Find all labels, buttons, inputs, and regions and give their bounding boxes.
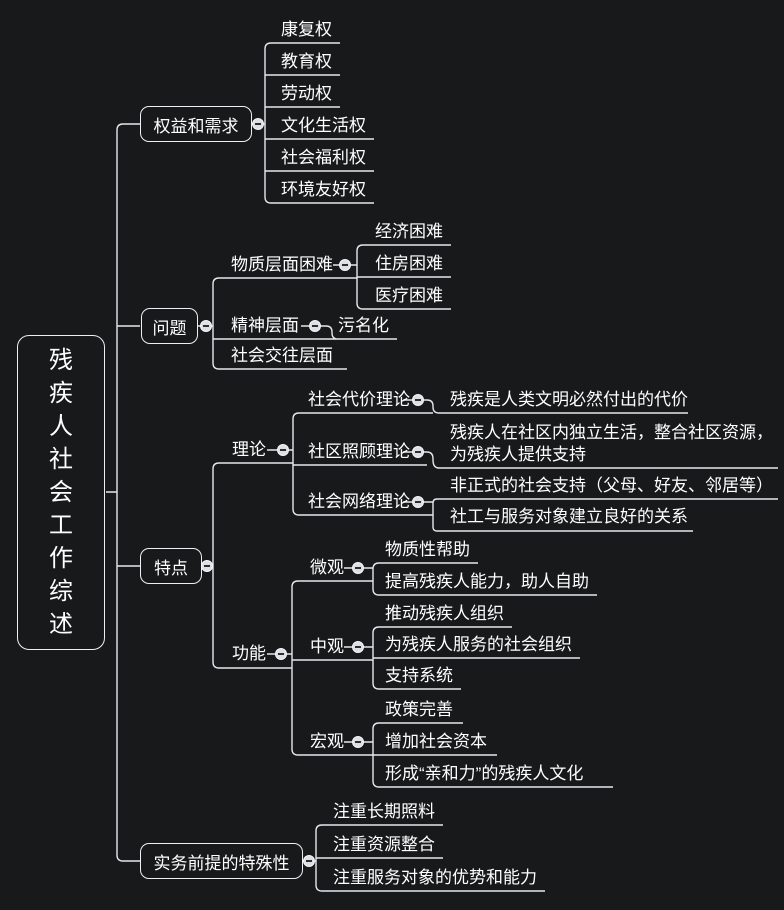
node-long-term-care[interactable]: 注重长期照料 [333,802,435,821]
branch-label: 实务前提的特殊性 [153,853,290,873]
node-support-system[interactable]: 支持系统 [385,666,453,685]
node-social-capital[interactable]: 增加社会资本 [385,732,487,751]
minus-icon [280,449,286,451]
minus-icon [415,501,421,503]
minus-icon [355,646,361,648]
branch-characteristics[interactable]: 特点 [140,548,202,584]
node-promote-organizations[interactable]: 推动残疾人组织 [385,604,504,623]
minus-icon [306,860,312,862]
node-client-strengths[interactable]: 注重服务对象的优势和能力 [333,868,537,887]
node-function[interactable]: 功能 [232,644,266,663]
collapse-toggle-micro[interactable] [352,562,364,574]
minus-icon [415,399,421,401]
node-macro[interactable]: 宏观 [310,732,344,751]
collapse-toggle-characteristics[interactable] [201,560,213,572]
minus-icon [278,653,284,655]
node-informal-social-support[interactable]: 非正式的社会支持（父母、好友、邻居等） [450,476,773,495]
node-medical-difficulty[interactable]: 医疗困难 [375,286,443,305]
collapse-toggle-rights-needs[interactable] [252,118,264,130]
collapse-toggle-meso[interactable] [352,641,364,653]
minus-icon [312,325,318,327]
collapse-toggle-theory[interactable] [277,444,289,456]
minus-icon [203,325,209,327]
collapse-toggle-social-network-theory[interactable] [412,496,424,508]
collapse-toggle-community-care-theory[interactable] [412,446,424,458]
minus-icon [255,123,261,125]
collapse-toggle-social-cost-theory[interactable] [412,394,424,406]
collapse-toggle-practice-premise[interactable] [303,855,315,867]
collapse-toggle-macro[interactable] [352,736,364,748]
branch-label: 权益和需求 [153,116,239,136]
minus-icon [204,565,210,567]
node-labor-right[interactable]: 劳动权 [281,84,332,103]
node-cultural-life-right[interactable]: 文化生活权 [281,116,366,135]
node-economic-difficulty[interactable]: 经济困难 [375,222,443,241]
node-stigmatization[interactable]: 污名化 [338,316,389,335]
root-connectors [106,123,140,862]
node-resource-integration[interactable]: 注重资源整合 [333,835,435,854]
node-improve-ability[interactable]: 提高残疾人能力，助人自助 [385,572,589,591]
node-social-cost-theory[interactable]: 社会代价理论 [308,390,410,409]
branch-problems[interactable]: 问题 [141,308,198,344]
node-micro[interactable]: 微观 [310,558,344,577]
node-social-interaction-level[interactable]: 社会交往层面 [231,346,333,365]
minus-icon [342,264,348,266]
branch-practice-premise[interactable]: 实务前提的特殊性 [140,843,303,879]
node-mental-level[interactable]: 精神层面 [231,316,299,335]
node-policy-improvement[interactable]: 政策完善 [385,700,453,719]
node-rehabilitation-right[interactable]: 康复权 [281,20,332,39]
node-meso[interactable]: 中观 [310,637,344,656]
minus-icon [415,451,421,453]
node-social-welfare-right[interactable]: 社会福利权 [281,148,366,167]
node-environment-friendly-right[interactable]: 环境友好权 [281,180,366,199]
collapse-toggle-function[interactable] [275,648,287,660]
collapse-toggle-material-difficulties[interactable] [339,259,351,271]
node-service-organizations[interactable]: 为残疾人服务的社会组织 [385,635,572,654]
branch-label: 特点 [154,558,188,578]
node-education-right[interactable]: 教育权 [281,52,332,71]
central-topic[interactable]: 残疾人社会工作综述 [17,335,105,650]
collapse-toggle-problems[interactable] [200,320,212,332]
minus-icon [355,567,361,569]
node-community-care-theory[interactable]: 社区照顾理论 [308,442,410,461]
node-social-network-theory[interactable]: 社会网络理论 [308,492,410,511]
node-housing-difficulty[interactable]: 住房困难 [375,254,443,273]
node-social-cost-theory-note[interactable]: 残疾是人类文明必然付出的代价 [450,390,688,409]
node-community-care-theory-note[interactable]: 残疾人在社区内独立生活，整合社区资源， 为残疾人提供支持 [450,423,773,464]
branch-label: 问题 [152,318,187,338]
central-topic-label: 残疾人社会工作综述 [49,347,73,638]
node-material-help[interactable]: 物质性帮助 [385,540,470,559]
branch-rights-and-needs[interactable]: 权益和需求 [140,106,252,142]
node-disability-culture[interactable]: 形成“亲和力”的残疾人文化 [385,764,584,783]
node-worker-client-relationship[interactable]: 社工与服务对象建立良好的关系 [450,507,688,526]
collapse-toggle-mental-level[interactable] [309,320,321,332]
minus-icon [355,741,361,743]
node-material-difficulties[interactable]: 物质层面困难 [231,255,333,274]
node-theory[interactable]: 理论 [232,440,266,459]
